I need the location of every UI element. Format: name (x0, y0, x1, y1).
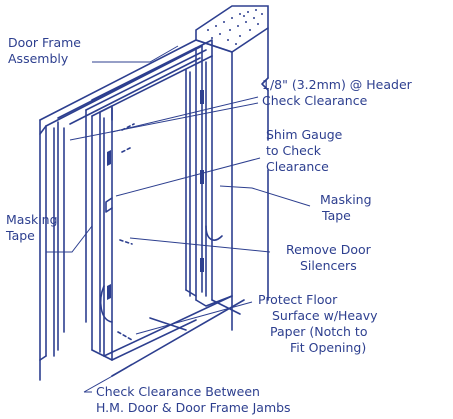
masking-left-line1: Masking (6, 212, 58, 227)
label-masking-tape-left: Masking Tape (5, 212, 58, 243)
floor-label-line3: Paper (Notch to (270, 324, 367, 339)
door-frame-label-line1: Door Frame (8, 35, 81, 50)
masking-right-line1: Masking (320, 192, 372, 207)
clearance-marks (117, 123, 135, 341)
label-door-frame-assembly: Door Frame Assembly (8, 35, 81, 66)
label-header-clearance: 1/8" (3.2mm) @ Header Check Clearance (262, 77, 413, 108)
floor-surface (39, 289, 245, 381)
masking-left-line2: Tape (5, 228, 35, 243)
clearance-label-line2: H.M. Door & Door Frame Jambs (96, 400, 291, 415)
masking-right-line2: Tape (321, 208, 351, 223)
label-masking-tape-right: Masking Tape (320, 192, 372, 223)
leader-lines (46, 45, 311, 393)
silencers-label-line1: Remove Door (286, 242, 372, 257)
wall-section (195, 5, 269, 331)
label-protect-floor: Protect Floor Surface w/Heavy Paper (Not… (258, 292, 378, 355)
shim-label-line1: Shim Gauge (266, 127, 343, 142)
door-frame-label-line2: Assembly (8, 51, 69, 66)
silencers-label-line2: Silencers (300, 258, 357, 273)
shim-label-line2: to Check (266, 143, 322, 158)
label-check-clearance: Check Clearance Between H.M. Door & Door… (96, 384, 291, 415)
header-label-line2: Check Clearance (262, 93, 368, 108)
label-remove-silencers: Remove Door Silencers (286, 242, 372, 273)
shim-label-line3: Clearance (266, 159, 329, 174)
floor-label-line2: Surface w/Heavy (272, 308, 378, 323)
clearance-label-line1: Check Clearance Between (96, 384, 260, 399)
floor-label-line4: Fit Opening) (290, 340, 366, 355)
right-jamb (185, 45, 233, 307)
left-jamb (39, 105, 113, 361)
wall-texture (207, 9, 263, 45)
header-label-line1: 1/8" (3.2mm) @ Header (262, 77, 413, 92)
floor-label-line1: Protect Floor (258, 292, 338, 307)
label-shim-gauge: Shim Gauge to Check Clearance (266, 127, 343, 174)
